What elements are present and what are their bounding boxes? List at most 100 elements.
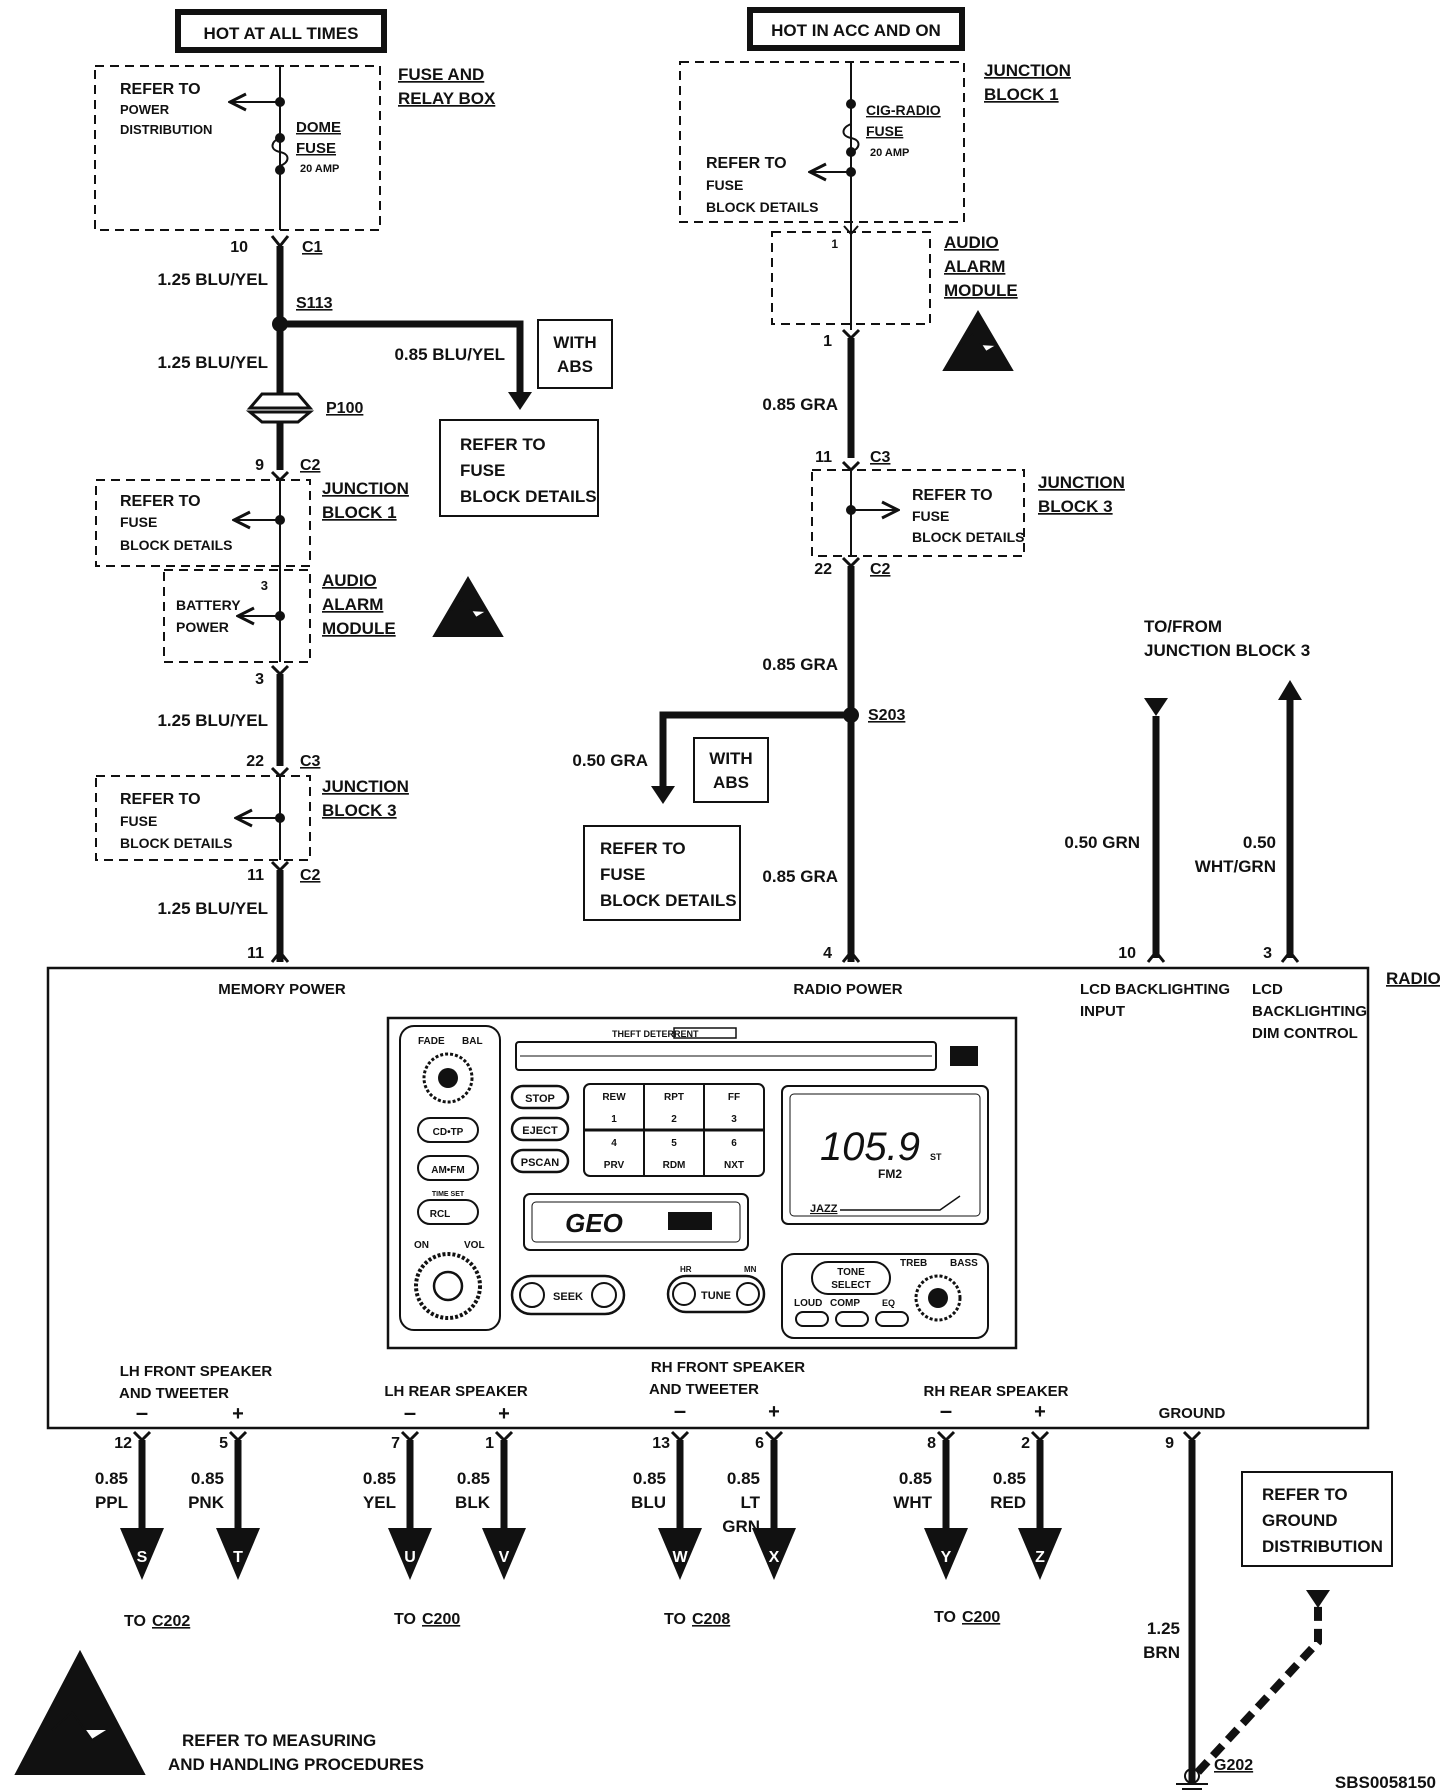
jb1-outline [95,479,311,567]
preset-6[interactable]: 6 [731,1138,737,1149]
output-arrow [216,1528,260,1580]
rh-front-header-2: AND TWEETER [649,1381,759,1398]
preset-nxt[interactable]: NXT [724,1160,744,1171]
plus-4: + [1034,1401,1046,1423]
faceplate-outline [386,1016,1018,1350]
speaker-output-wires: 12S0.85PPL5T0.85PNK7U0.85YEL1V0.85BLK13W… [95,1430,1062,1580]
preset-rpt[interactable]: RPT [664,1092,684,1103]
eq-button[interactable] [875,1311,909,1327]
output-wire-label: BLK [455,1493,491,1512]
ground-refer-arrow [1306,1590,1330,1608]
output-connector [764,1430,784,1443]
display-screen-inner [789,1093,981,1217]
hot-in-acc-label: HOT IN ACC AND ON [771,21,941,40]
volume-knob-center [432,1270,464,1302]
aam-title-3: MODULE [322,619,396,638]
eject-button[interactable] [510,1116,570,1142]
seek-button[interactable] [510,1274,626,1316]
preset-3[interactable]: 3 [731,1114,737,1125]
cd-tp-button[interactable] [417,1117,479,1143]
output-wire-label: WHT [893,1493,932,1512]
eq-label: EQ [882,1298,895,1308]
to-conn-4: C200 [962,1609,1000,1626]
wht-grn-label-2: WHT/GRN [1195,857,1276,876]
jb1-pin: 9 [255,457,264,474]
theft-indicator [673,1027,737,1039]
ground-refer-1: REFER TO [1262,1485,1348,1504]
fade-bal-knob[interactable] [422,1052,474,1104]
cig-node-1 [846,99,856,109]
cd-slot [515,1041,937,1071]
lcd-out-arrow [1278,680,1302,700]
wht-grn-label-1: 0.50 [1243,833,1276,852]
loud-button[interactable] [795,1311,829,1327]
stop-button[interactable] [510,1084,570,1110]
output-connector [494,1430,514,1443]
rt-aam-title-2: ALARM [944,257,1005,276]
comp-button[interactable] [835,1311,869,1327]
output-letter: U [404,1549,416,1566]
lcd-input-2: INPUT [1080,1003,1125,1020]
hot-at-all-times-box [175,9,387,53]
radio-power-circuit: HOT IN ACC AND ON JUNCTION BLOCK 1 CIG-R… [572,7,1125,963]
output-pin: 2 [1021,1435,1030,1452]
preset-rdm[interactable]: RDM [663,1160,686,1171]
am-fm-button[interactable] [417,1155,479,1181]
cig-radio-fuse-symbol [842,104,860,156]
jb3-refer-1: REFER TO [120,791,201,808]
tone-select-button[interactable] [811,1261,891,1295]
seek-right-icon[interactable] [591,1282,617,1308]
lcd-backlighting-circuit: TO/FROM JUNCTION BLOCK 3 0.50 GRN 0.50 W… [1064,617,1310,963]
to-from-1: TO/FROM [1144,617,1222,636]
tune-right-icon[interactable] [736,1282,760,1306]
output-letter: Y [941,1549,952,1566]
aam-out-symbol [270,664,290,677]
treb-bass-knob[interactable] [914,1274,962,1322]
lh-front-header-2: AND TWEETER [119,1385,229,1402]
preset-1[interactable]: 1 [611,1114,617,1125]
rt-aam-out-symbol [841,328,861,341]
output-wire-label: PPL [95,1493,128,1512]
output-connector [670,1430,690,1443]
preset-4[interactable]: 4 [611,1138,617,1149]
aam-esd-triangle [432,576,504,637]
rcl-button[interactable] [417,1199,479,1225]
jb1-conn: C2 [300,457,321,474]
output-arrow [658,1528,702,1580]
preset-ff[interactable]: FF [728,1092,740,1103]
comp-label: COMP [830,1298,860,1309]
output-pin: 7 [391,1435,400,1452]
rt-jb3-refer-2: FUSE [912,508,949,524]
rt-abs-refer-1: REFER TO [600,839,686,858]
seek-left-icon[interactable] [519,1282,545,1308]
ground-circuit: 9 1.25 BRN REFER TO GROUND DISTRIBUTION … [1143,1430,1393,1790]
output-pin: 12 [114,1435,132,1452]
diagram-code: SBS0058150 [1335,1773,1436,1792]
rt-jb1-title-1: JUNCTION [984,61,1071,80]
output-arrow [924,1528,968,1580]
abs-branch-wire-label: 0.85 BLU/YEL [394,345,505,364]
dolby-mark [668,1212,712,1230]
gra-label-1: 0.85 GRA [762,395,838,414]
preset-5[interactable]: 5 [671,1138,677,1149]
rt-refer-3: BLOCK DETAILS [706,199,819,215]
output-wire-label: 0.85 [899,1469,932,1488]
to-from-2: JUNCTION BLOCK 3 [1144,641,1310,660]
aam-pin-in: 3 [261,578,268,593]
preset-prv[interactable]: PRV [604,1160,625,1171]
volume-knob[interactable] [414,1252,482,1320]
rt-abs-refer-box [583,825,741,921]
radio-component: RADIO MEMORY POWER RADIO POWER LCD BACKL… [46,966,1440,1430]
tune-left-icon[interactable] [672,1282,696,1306]
output-letter: T [233,1549,243,1566]
cig-fuse-1: CIG-RADIO [866,102,941,118]
c1-pin: 10 [230,239,248,256]
lh-rear-header: LH REAR SPEAKER [384,1383,528,1400]
preset-rew[interactable]: REW [602,1092,626,1103]
pscan-button[interactable] [510,1148,570,1174]
tune-button[interactable] [666,1274,766,1314]
blu-yel-label-3: 1.25 BLU/YEL [157,711,268,730]
output-wire-label: GRN [722,1517,760,1536]
preset-2[interactable]: 2 [671,1114,677,1125]
